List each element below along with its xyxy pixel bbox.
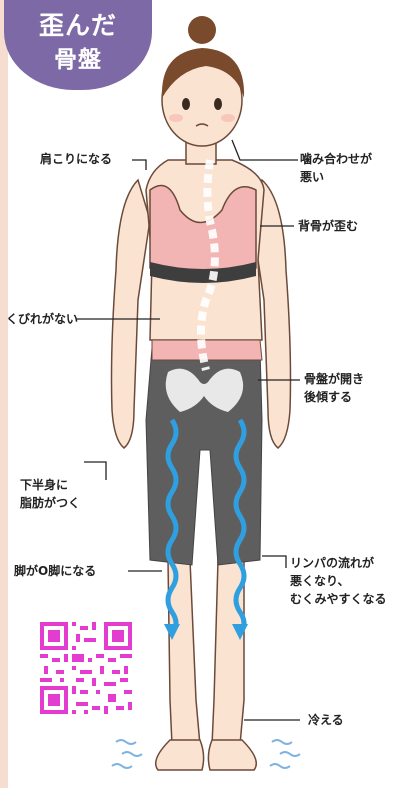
label-fat-line1: 下半身に (20, 476, 80, 494)
label-bite-line1: 噛み合わせが (300, 150, 372, 168)
label-cold: 冷える (308, 711, 344, 729)
head (162, 16, 244, 164)
badge-line1: 歪んだ (4, 6, 152, 42)
label-shoulder: 肩こりになる (40, 150, 112, 168)
label-pelvis: 骨盤が開き 後傾する (304, 370, 364, 406)
badge-line2: 骨盤 (4, 40, 152, 74)
label-bowleg: 脚がO脚になる (14, 562, 96, 580)
chill-marks (112, 740, 300, 768)
label-spine: 背骨が歪む (298, 217, 358, 235)
label-lymph-line3: むくみやすくなる (290, 590, 386, 608)
label-bite-line2: 悪い (300, 168, 372, 186)
label-fat: 下半身に 脂肪がつく (20, 476, 80, 512)
label-pelvis-line2: 後傾する (304, 388, 364, 406)
qr-code (40, 622, 132, 714)
label-waist: くびれがない (6, 310, 78, 328)
label-fat-line2: 脂肪がつく (20, 494, 80, 512)
label-bite: 噛み合わせが 悪い (300, 150, 372, 186)
label-lymph: リンパの流れが 悪くなり、 むくみやすくなる (290, 554, 386, 608)
label-lymph-line2: 悪くなり、 (290, 572, 386, 590)
label-pelvis-line1: 骨盤が開き (304, 370, 364, 388)
label-lymph-line1: リンパの流れが (290, 554, 386, 572)
